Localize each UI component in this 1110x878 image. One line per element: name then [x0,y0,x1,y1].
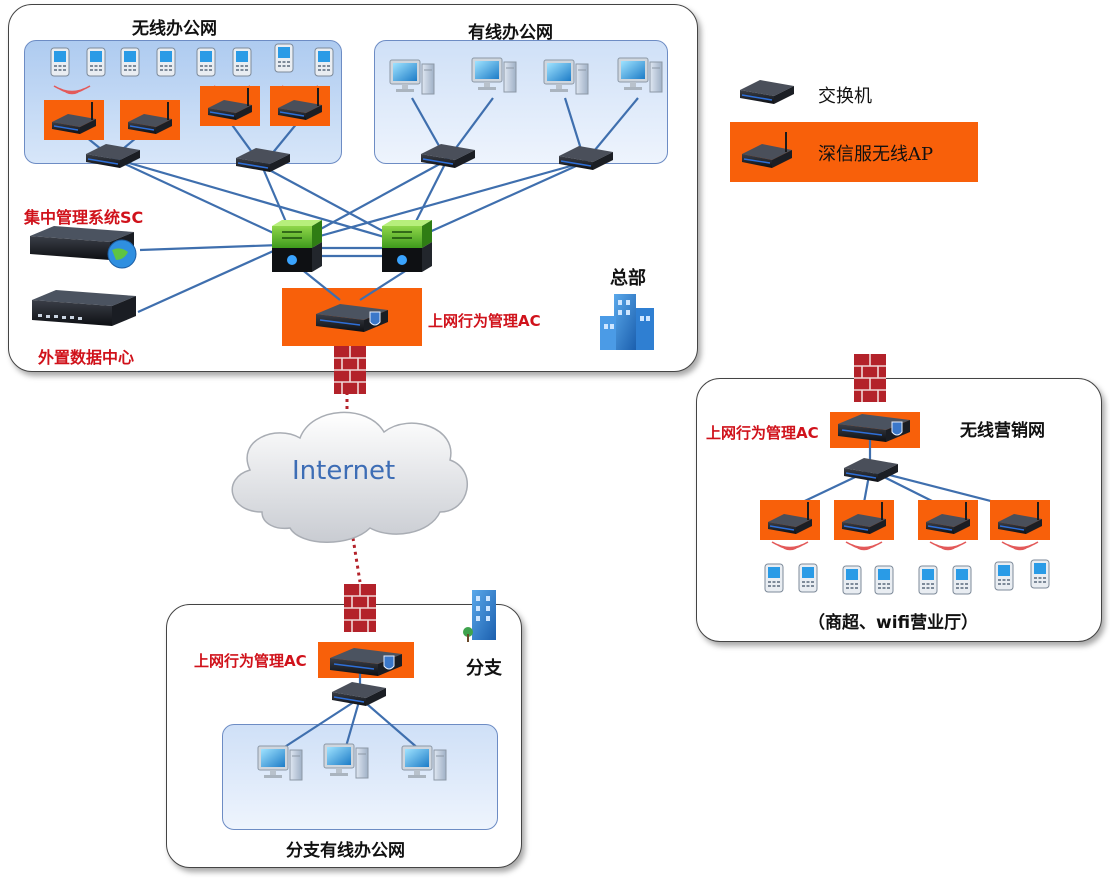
branch-ac-appliance [329,647,403,677]
marketing-terminals [764,559,1050,595]
datacenter-icon [32,290,136,326]
hq-label: 总部 [610,268,646,289]
core-switch-1 [271,219,323,273]
core-switch-2 [381,219,433,273]
hq-switch-2 [235,147,291,173]
hq-ap-3 [199,85,261,127]
marketing-ap-3 [917,499,979,541]
branch-links [279,672,421,751]
internet-links [345,392,362,583]
marketing-network-label: 无线营销网 [960,421,1045,441]
legend-switch-label: 交换机 [818,86,872,107]
marketing-wifi-rings [771,541,1039,551]
marketing-ap-4 [989,499,1051,541]
legend-switch-icon [739,79,795,105]
hq-building-icon [600,294,654,350]
marketing-ap-2 [833,499,895,541]
hq-wired-pcs [389,57,663,95]
hq-firewall [333,345,367,395]
marketing-ac-label: 上网行为管理AC [706,424,819,442]
sc-server-icon [30,226,137,269]
hq-ac-appliance [315,303,389,333]
marketing-links [789,440,1019,510]
hq-ap-2 [119,99,181,141]
marketing-firewall [853,353,887,403]
branch-wired-office-label: 分支有线办公网 [286,841,405,861]
branch-label: 分支 [466,658,502,679]
internet-label: Internet [292,456,396,486]
branch-switch [331,681,387,707]
hq-wireless-terminals [50,43,334,77]
hq-ac-label: 上网行为管理AC [428,312,541,330]
branch-firewall [343,583,377,633]
branch-ac-label: 上网行为管理AC [194,652,307,670]
hq-ap-1 [43,99,105,141]
wireless-office-label: 无线办公网 [132,19,217,39]
wired-office-label: 有线办公网 [468,23,553,43]
marketing-ap-1 [759,499,821,541]
internet-cloud [231,411,468,543]
legend-ap-icon [742,132,792,168]
branch-pcs [257,743,447,781]
datacenter-label: 外置数据中心 [38,348,135,367]
branch-building-icon [463,590,496,642]
hq-ap-4 [269,85,331,127]
hq-switch-3 [420,143,476,169]
sc-label: 集中管理系统SC [24,208,144,227]
legend-ap-label: 深信服无线AP [818,144,934,165]
marketing-caption: （商超、wifi营业厅） [808,613,979,633]
marketing-ac-appliance [837,413,911,443]
